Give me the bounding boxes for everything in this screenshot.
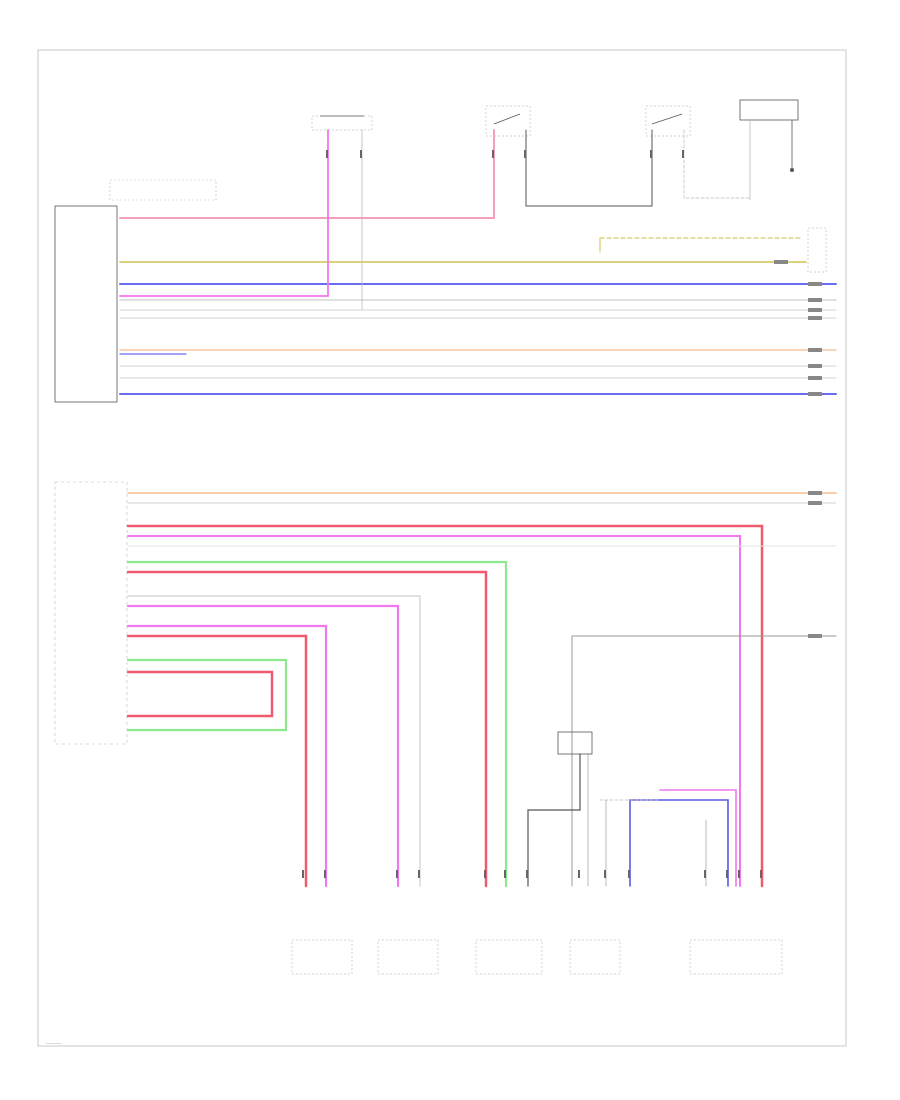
wire-gray-right (571, 635, 837, 887)
wire-red-3 (126, 634, 308, 888)
component-multimedia (689, 939, 783, 975)
wire-red-long (126, 524, 764, 888)
wire-magenta-4 (659, 789, 737, 887)
left-control-module-top (54, 205, 118, 403)
bottom-wire-group (126, 492, 837, 888)
wire-magenta-long (127, 535, 741, 887)
component-top-3 (645, 105, 691, 137)
component-emergency (475, 939, 543, 975)
top-wire-group (119, 129, 837, 395)
wire-black-top (525, 129, 653, 207)
component-brake (569, 939, 621, 975)
component-top-1 (311, 115, 373, 131)
wire-end-tags (774, 260, 822, 638)
wire-gray-bottom-3 (127, 595, 421, 887)
wire-magenta-2 (126, 604, 400, 888)
diagram-frame (37, 49, 847, 1047)
relay-component (557, 731, 593, 755)
connector-pins (302, 150, 762, 878)
bottom-components (291, 939, 783, 975)
component-steering (291, 939, 353, 975)
wire-pink-top (119, 129, 495, 219)
wire-green-1 (126, 560, 508, 888)
wire-red-2 (126, 570, 488, 888)
left-control-module-bottom (54, 481, 128, 745)
wire-gray-top (683, 129, 751, 199)
wire-red-loop (126, 670, 274, 718)
wire-green-loop (126, 658, 288, 732)
component-top-4 (739, 99, 799, 200)
ignition-switch (109, 179, 217, 201)
wire-blue-bottom (629, 799, 729, 887)
wire-magenta-3 (126, 624, 328, 888)
wire-black-bottom (527, 753, 581, 887)
component-top-2 (485, 105, 531, 137)
component-top-right-box (807, 227, 827, 273)
component-remote (377, 939, 439, 975)
wire-magenta-top (119, 129, 329, 297)
diagram-footer-code: ········ (46, 1041, 62, 1047)
